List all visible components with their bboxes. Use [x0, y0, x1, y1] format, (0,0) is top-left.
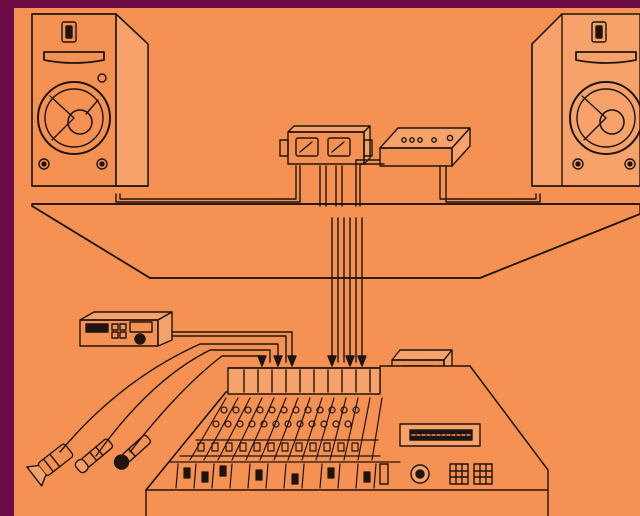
speaker-left-icon	[32, 14, 148, 186]
speaker-right-icon	[532, 14, 640, 186]
